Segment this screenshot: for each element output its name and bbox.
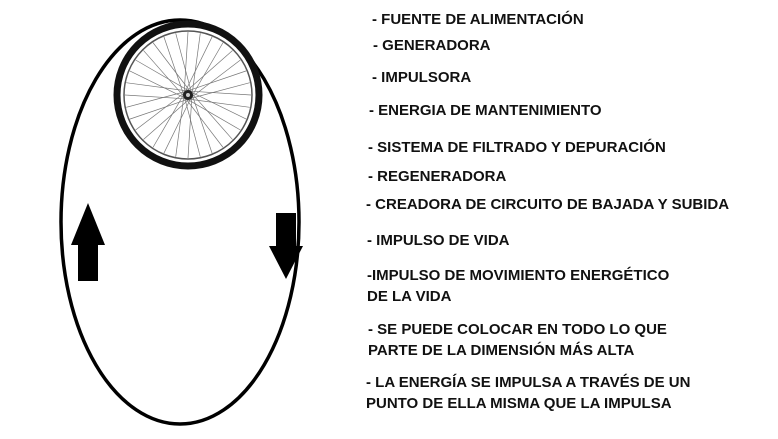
wheel-spoke (143, 50, 185, 98)
label-line: - LA ENERGÍA SE IMPULSA A TRAVÉS DE UN (366, 374, 691, 391)
label-line: PARTE DE LA DIMENSIÓN MÁS ALTA (368, 342, 635, 359)
wheel-spoke (163, 96, 192, 154)
label-impulso-vida: - IMPULSO DE VIDA (367, 232, 510, 249)
wheel-spoke (129, 98, 189, 120)
wheel-spoke (129, 70, 187, 99)
label-line: DE LA VIDA (367, 288, 452, 305)
wheel-spoke (191, 92, 233, 140)
down-arrow-icon (269, 213, 303, 279)
loop-oval (59, 18, 301, 426)
label-energia-impulsa: - LA ENERGÍA SE IMPULSA A TRAVÉS DE UN P… (366, 372, 690, 414)
label-energia-mantenimiento: - ENERGIA DE MANTENIMIENTO (369, 102, 602, 119)
label-creadora-circuito: - CREADORA DE CIRCUITO DE BAJADA Y SUBID… (366, 196, 730, 213)
label-line: - SE PUEDE COLOCAR EN TODO LO QUE (368, 321, 667, 338)
label-impulso-movimiento: -IMPULSO DE MOVIMIENTO ENERGÉTICO DE LA … (367, 265, 669, 307)
label-line: -IMPULSO DE MOVIMIENTO ENERGÉTICO (367, 267, 670, 284)
wheel-spoke (124, 94, 188, 100)
wheel-spoke (143, 98, 191, 140)
wheel-spoke (184, 36, 213, 94)
label-sistema-filtrado: - SISTEMA DE FILTRADO Y DEPURACIÓN (368, 139, 666, 156)
label-se-puede-colocar: - SE PUEDE COLOCAR EN TODO LO QUE PARTE … (368, 319, 667, 361)
label-line: PUNTO DE ELLA MISMA QUE LA IMPULSA (366, 395, 672, 412)
bicycle-wheel-icon (113, 20, 263, 170)
label-regeneradora: - REGENERADORA (368, 168, 507, 185)
up-arrow-icon (71, 203, 105, 281)
label-impulsora: - IMPULSORA (372, 69, 472, 86)
wheel-spoke (183, 31, 189, 95)
label-generadora: - GENERADORA (373, 37, 491, 54)
wheel-spoke (190, 59, 241, 99)
wheel-spoke (191, 94, 213, 154)
wheel-spoke (163, 36, 185, 96)
wheel-spoke (187, 70, 247, 92)
label-fuente: - FUENTE DE ALIMENTACIÓN (372, 11, 584, 28)
wheel-spoke (185, 50, 233, 92)
wheel-spoke (189, 82, 250, 100)
wheel-spoke (187, 95, 193, 159)
